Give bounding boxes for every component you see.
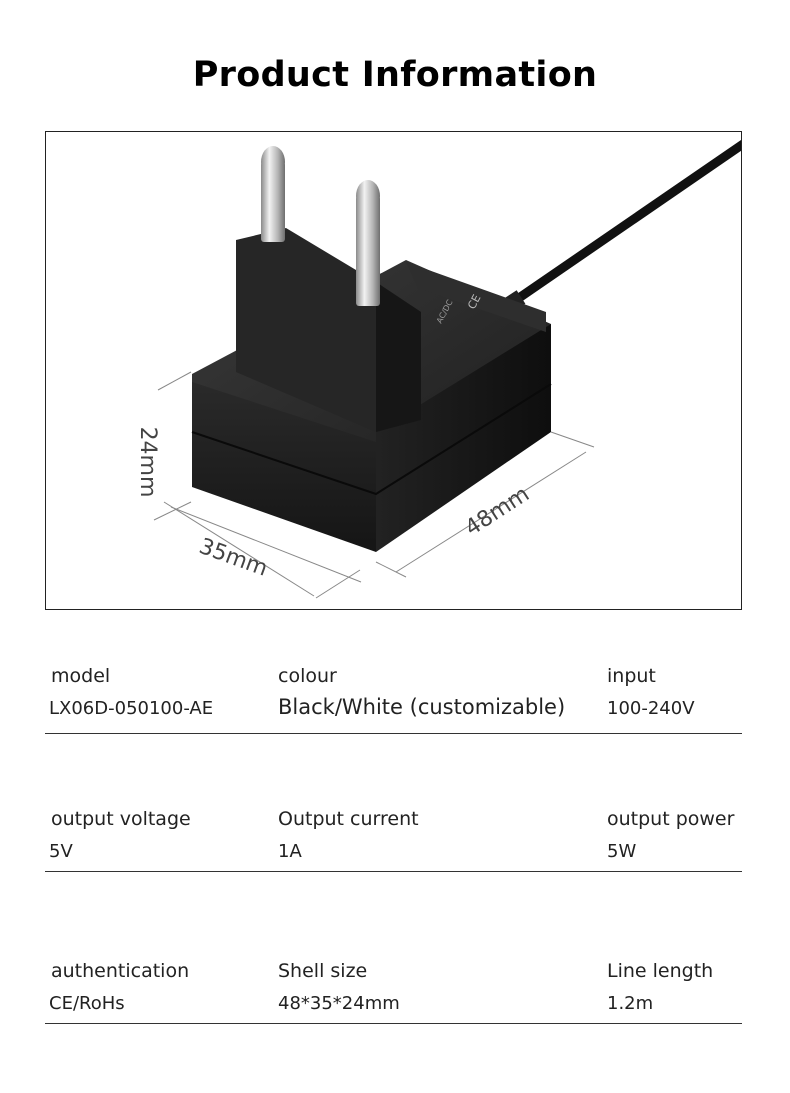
prong-left (261, 162, 285, 242)
spec-value: Black/White (customizable) (278, 695, 566, 719)
spec-label: colour (278, 665, 337, 687)
adapter-seam (191, 383, 552, 496)
dimension-lines (153, 371, 595, 599)
cable (511, 139, 741, 305)
spec-row-3: authentication CE/RoHs Shell size 48*35*… (45, 960, 742, 1024)
spec-label: Output current (278, 808, 419, 830)
length-dimension-label: 48mm (461, 482, 534, 542)
spec-label: authentication (51, 960, 190, 982)
spec-row-2: output voltage 5V Output current 1A outp… (45, 808, 742, 872)
spec-value: 48*35*24mm (278, 993, 400, 1014)
spec-value: 5V (49, 841, 73, 862)
prong-right-tip (356, 180, 380, 212)
spec-value: 5W (607, 841, 637, 862)
spec-label: Line length (607, 960, 714, 982)
row-divider (45, 733, 742, 734)
spec-value: 1A (278, 841, 302, 862)
height-dimension-label: 24mm (135, 427, 160, 498)
spec-label: output voltage (51, 808, 191, 830)
plug-block (236, 228, 421, 432)
page-title: Product Information (192, 55, 598, 95)
spec-value: CE/RoHs (49, 993, 125, 1014)
row-divider (45, 871, 742, 872)
spec-label: output power (607, 808, 735, 830)
row-divider (45, 1023, 742, 1024)
adapter-body-front (192, 382, 376, 552)
spec-label: model (51, 665, 111, 687)
product-photo: CE AC/DC 24mm 35mm 48mm (45, 131, 742, 610)
prong-right (356, 196, 380, 306)
prong-left-tip (261, 146, 285, 178)
ce-mark: CE (465, 292, 483, 311)
plug-block-side (376, 282, 421, 432)
spec-value: 1.2m (607, 993, 654, 1014)
width-dimension-label: 35mm (196, 534, 271, 582)
label-area (406, 262, 546, 332)
spec-label: input (607, 665, 656, 687)
spec-value: LX06D-050100-AE (49, 698, 214, 719)
spec-row-1: model LX06D-050100-AE colour Black/White… (45, 665, 742, 734)
spec-value: 100-240V (607, 698, 695, 719)
adapter-illustration: CE AC/DC 24mm 35mm 48mm (135, 139, 741, 599)
spec-label: Shell size (278, 960, 368, 982)
